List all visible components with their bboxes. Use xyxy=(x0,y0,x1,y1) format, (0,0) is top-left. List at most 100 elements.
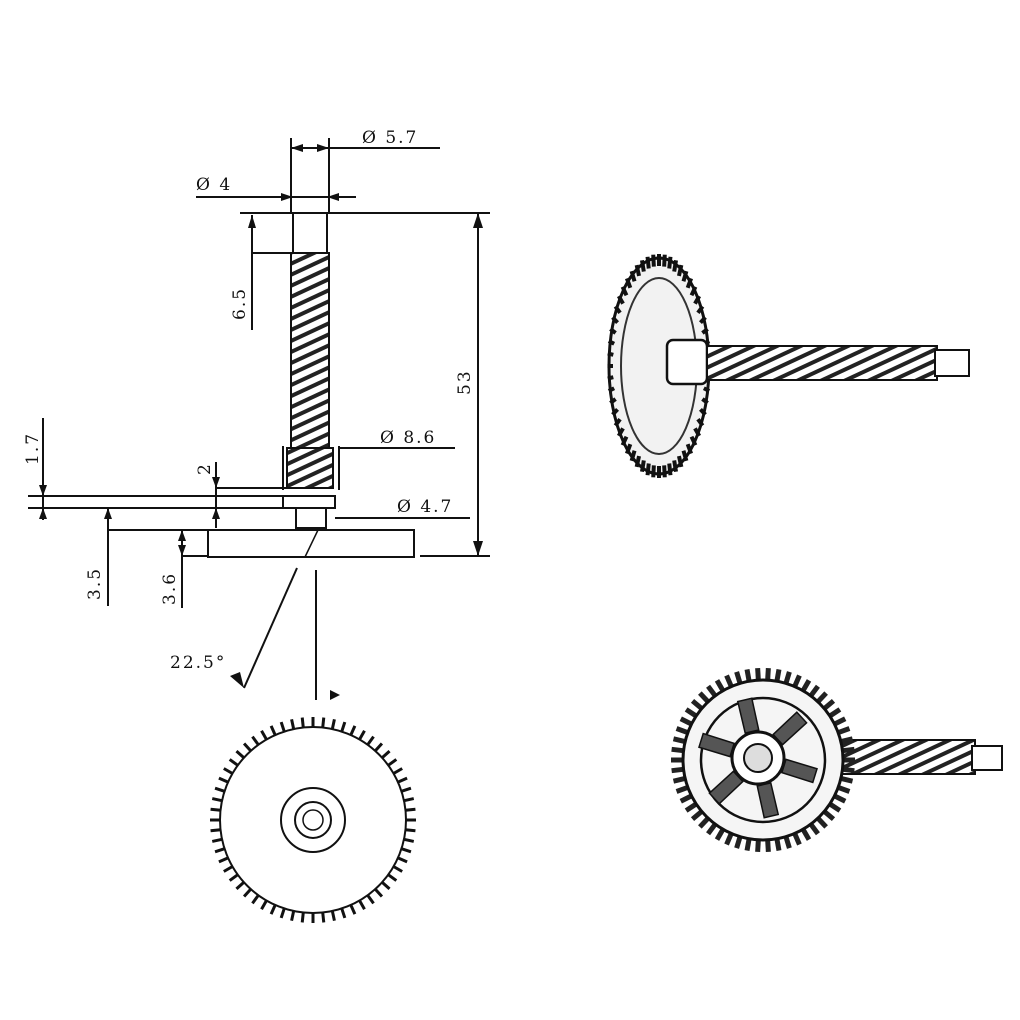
gear-photo-side xyxy=(607,254,970,478)
gear-tooth xyxy=(400,786,412,793)
gear-tooth xyxy=(611,316,620,324)
gear-tooth xyxy=(698,408,707,416)
dim-h-3-5: 3.5 xyxy=(85,567,105,600)
gear-tooth xyxy=(625,443,633,455)
gear-tooth xyxy=(290,718,296,730)
gear-tooth xyxy=(269,904,277,915)
gear-tooth xyxy=(672,259,678,272)
gear-tooth xyxy=(214,847,226,854)
dim-len-tip: 6.5 xyxy=(230,287,250,320)
gear-tooth xyxy=(387,873,398,882)
gear-tooth xyxy=(689,285,698,297)
gear-tooth xyxy=(702,386,711,393)
gear-tooth xyxy=(366,735,375,746)
gear-tooth xyxy=(397,856,408,864)
gear-tooth xyxy=(223,767,234,775)
gear-tooth xyxy=(374,742,384,752)
photo2-tip xyxy=(971,745,1003,771)
hub-inner xyxy=(294,801,332,839)
gear-tooth xyxy=(609,327,617,335)
gear-tooth xyxy=(677,264,684,277)
gear-tooth xyxy=(651,465,656,478)
gear-tooth xyxy=(613,418,622,427)
gear-tooth xyxy=(609,397,617,405)
gear-tooth xyxy=(634,264,641,277)
shaft-tip xyxy=(292,212,328,254)
dim-h-1-7: 1.7 xyxy=(23,432,43,465)
photo1-tip xyxy=(934,349,970,377)
gear-tooth xyxy=(387,758,398,767)
gear-tooth xyxy=(701,397,709,405)
gear-tooth xyxy=(235,881,245,891)
gear-tooth xyxy=(251,894,260,905)
gear-tooth xyxy=(358,899,366,910)
gear-tooth xyxy=(672,460,678,473)
gear-disk xyxy=(207,529,415,558)
gear-tooth xyxy=(616,427,625,437)
photo2-bore xyxy=(743,743,773,773)
gear-tooth xyxy=(662,254,667,267)
gear-tooth xyxy=(689,435,698,447)
gear-tooth xyxy=(260,730,268,741)
gear-tooth xyxy=(696,305,705,314)
dim-dia-collar: Ø 8.6 xyxy=(380,428,436,448)
gear-tooth xyxy=(330,910,336,922)
photo1-teeth xyxy=(607,254,711,478)
gear-tooth xyxy=(681,270,689,282)
gear-tooth xyxy=(667,256,673,269)
shoulder xyxy=(282,495,336,509)
gear-tooth xyxy=(613,305,622,314)
gear-tooth xyxy=(242,742,252,752)
gear-tooth xyxy=(625,277,633,289)
gear-tooth xyxy=(218,776,229,784)
gear-tooth xyxy=(400,847,412,854)
gear-tooth xyxy=(640,259,646,272)
gear-tooth xyxy=(211,797,223,803)
gear-tooth xyxy=(279,907,286,919)
gear-tooth xyxy=(645,463,651,476)
dim-angle: 22.5° xyxy=(170,653,226,673)
gear-tooth xyxy=(279,721,286,733)
gear-tooth xyxy=(269,725,277,736)
gear-tooth xyxy=(403,797,415,803)
gear-tooth xyxy=(392,767,403,775)
gear-tooth xyxy=(611,408,620,416)
gear-tooth xyxy=(211,837,223,843)
gear-tooth xyxy=(696,418,705,427)
gear-tooth xyxy=(607,375,614,381)
gear-tooth xyxy=(321,717,326,728)
gear-tooth xyxy=(210,807,221,812)
gear-tooth xyxy=(698,316,707,324)
gear-tooth xyxy=(616,295,625,305)
gear-tooth xyxy=(405,828,416,833)
shaft-hole xyxy=(302,809,324,831)
side-view: Ø 5.7 Ø 4 6.5 53 Ø 8.6 Ø 4.7 1.7 xyxy=(23,128,490,700)
photo1-collar xyxy=(665,338,709,386)
gear-tooth xyxy=(358,730,366,741)
gear-tooth xyxy=(634,455,641,468)
gear-tooth xyxy=(607,351,614,357)
dim-h-2: 2 xyxy=(195,462,215,475)
gear-tooth xyxy=(629,450,637,462)
gear-tooth xyxy=(214,786,226,793)
gear-tooth xyxy=(223,865,234,873)
dim-h-3-6: 3.6 xyxy=(160,572,180,605)
gear-tooth xyxy=(290,910,296,922)
gear-tooth xyxy=(392,865,403,873)
gear-tooth xyxy=(607,339,616,346)
gear-tooth xyxy=(685,443,693,455)
gear-tooth xyxy=(693,427,702,437)
dim-len-total: 53 xyxy=(455,369,475,395)
gear-tooth xyxy=(403,837,415,843)
gear-tooth xyxy=(405,807,416,812)
gear-tooth xyxy=(374,888,384,898)
gear-photo-front xyxy=(671,668,1003,852)
gear-tooth xyxy=(340,721,347,733)
gear-tooth xyxy=(300,912,305,923)
gear-tooth xyxy=(366,894,375,905)
collar xyxy=(286,447,334,489)
gear-rim xyxy=(219,726,407,914)
gear-tooth xyxy=(607,386,616,393)
gear-tooth xyxy=(340,907,347,919)
gear-tooth xyxy=(693,295,702,305)
